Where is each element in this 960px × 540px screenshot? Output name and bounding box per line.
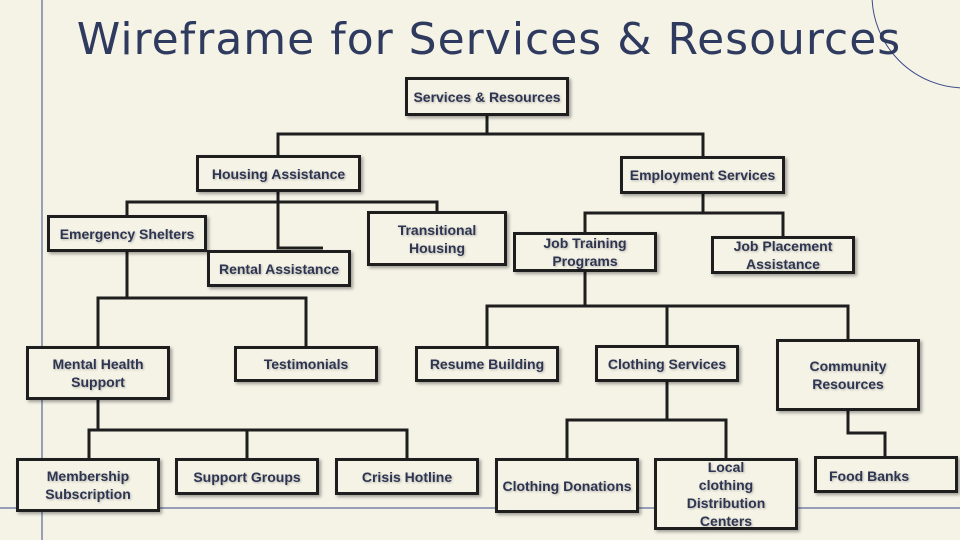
node-mental-health-support[interactable]: Mental Health Support (26, 346, 170, 400)
node-employment-services[interactable]: Employment Services (620, 156, 785, 194)
node-emergency-shelters[interactable]: Emergency Shelters (47, 215, 207, 252)
node-food-banks[interactable]: Food Banks (814, 456, 958, 493)
node-job-placement-assistance[interactable]: Job Placement Assistance (711, 236, 855, 274)
node-clothing-donations[interactable]: Clothing Donations (495, 458, 639, 513)
node-testimonials[interactable]: Testimonials (234, 346, 378, 382)
node-transitional-housing[interactable]: Transitional Housing (367, 211, 507, 266)
node-services-resources[interactable]: Services & Resources (405, 77, 569, 116)
node-crisis-hotline[interactable]: Crisis Hotline (335, 458, 479, 495)
node-local-clothing-distribution-centers[interactable]: Local clothing Distribution Centers (654, 458, 798, 530)
node-resume-building[interactable]: Resume Building (415, 346, 559, 382)
node-membership-subscription[interactable]: Membership Subscription (16, 458, 160, 512)
node-community-resources[interactable]: Community Resources (776, 339, 920, 411)
node-clothing-services[interactable]: Clothing Services (595, 345, 739, 382)
node-job-training-programs[interactable]: Job Training Programs (513, 232, 657, 272)
node-housing-assistance[interactable]: Housing Assistance (196, 155, 361, 192)
page-title: Wireframe for Services & Resources (76, 14, 902, 65)
node-rental-assistance[interactable]: Rental Assistance (207, 250, 351, 287)
node-support-groups[interactable]: Support Groups (175, 458, 319, 495)
